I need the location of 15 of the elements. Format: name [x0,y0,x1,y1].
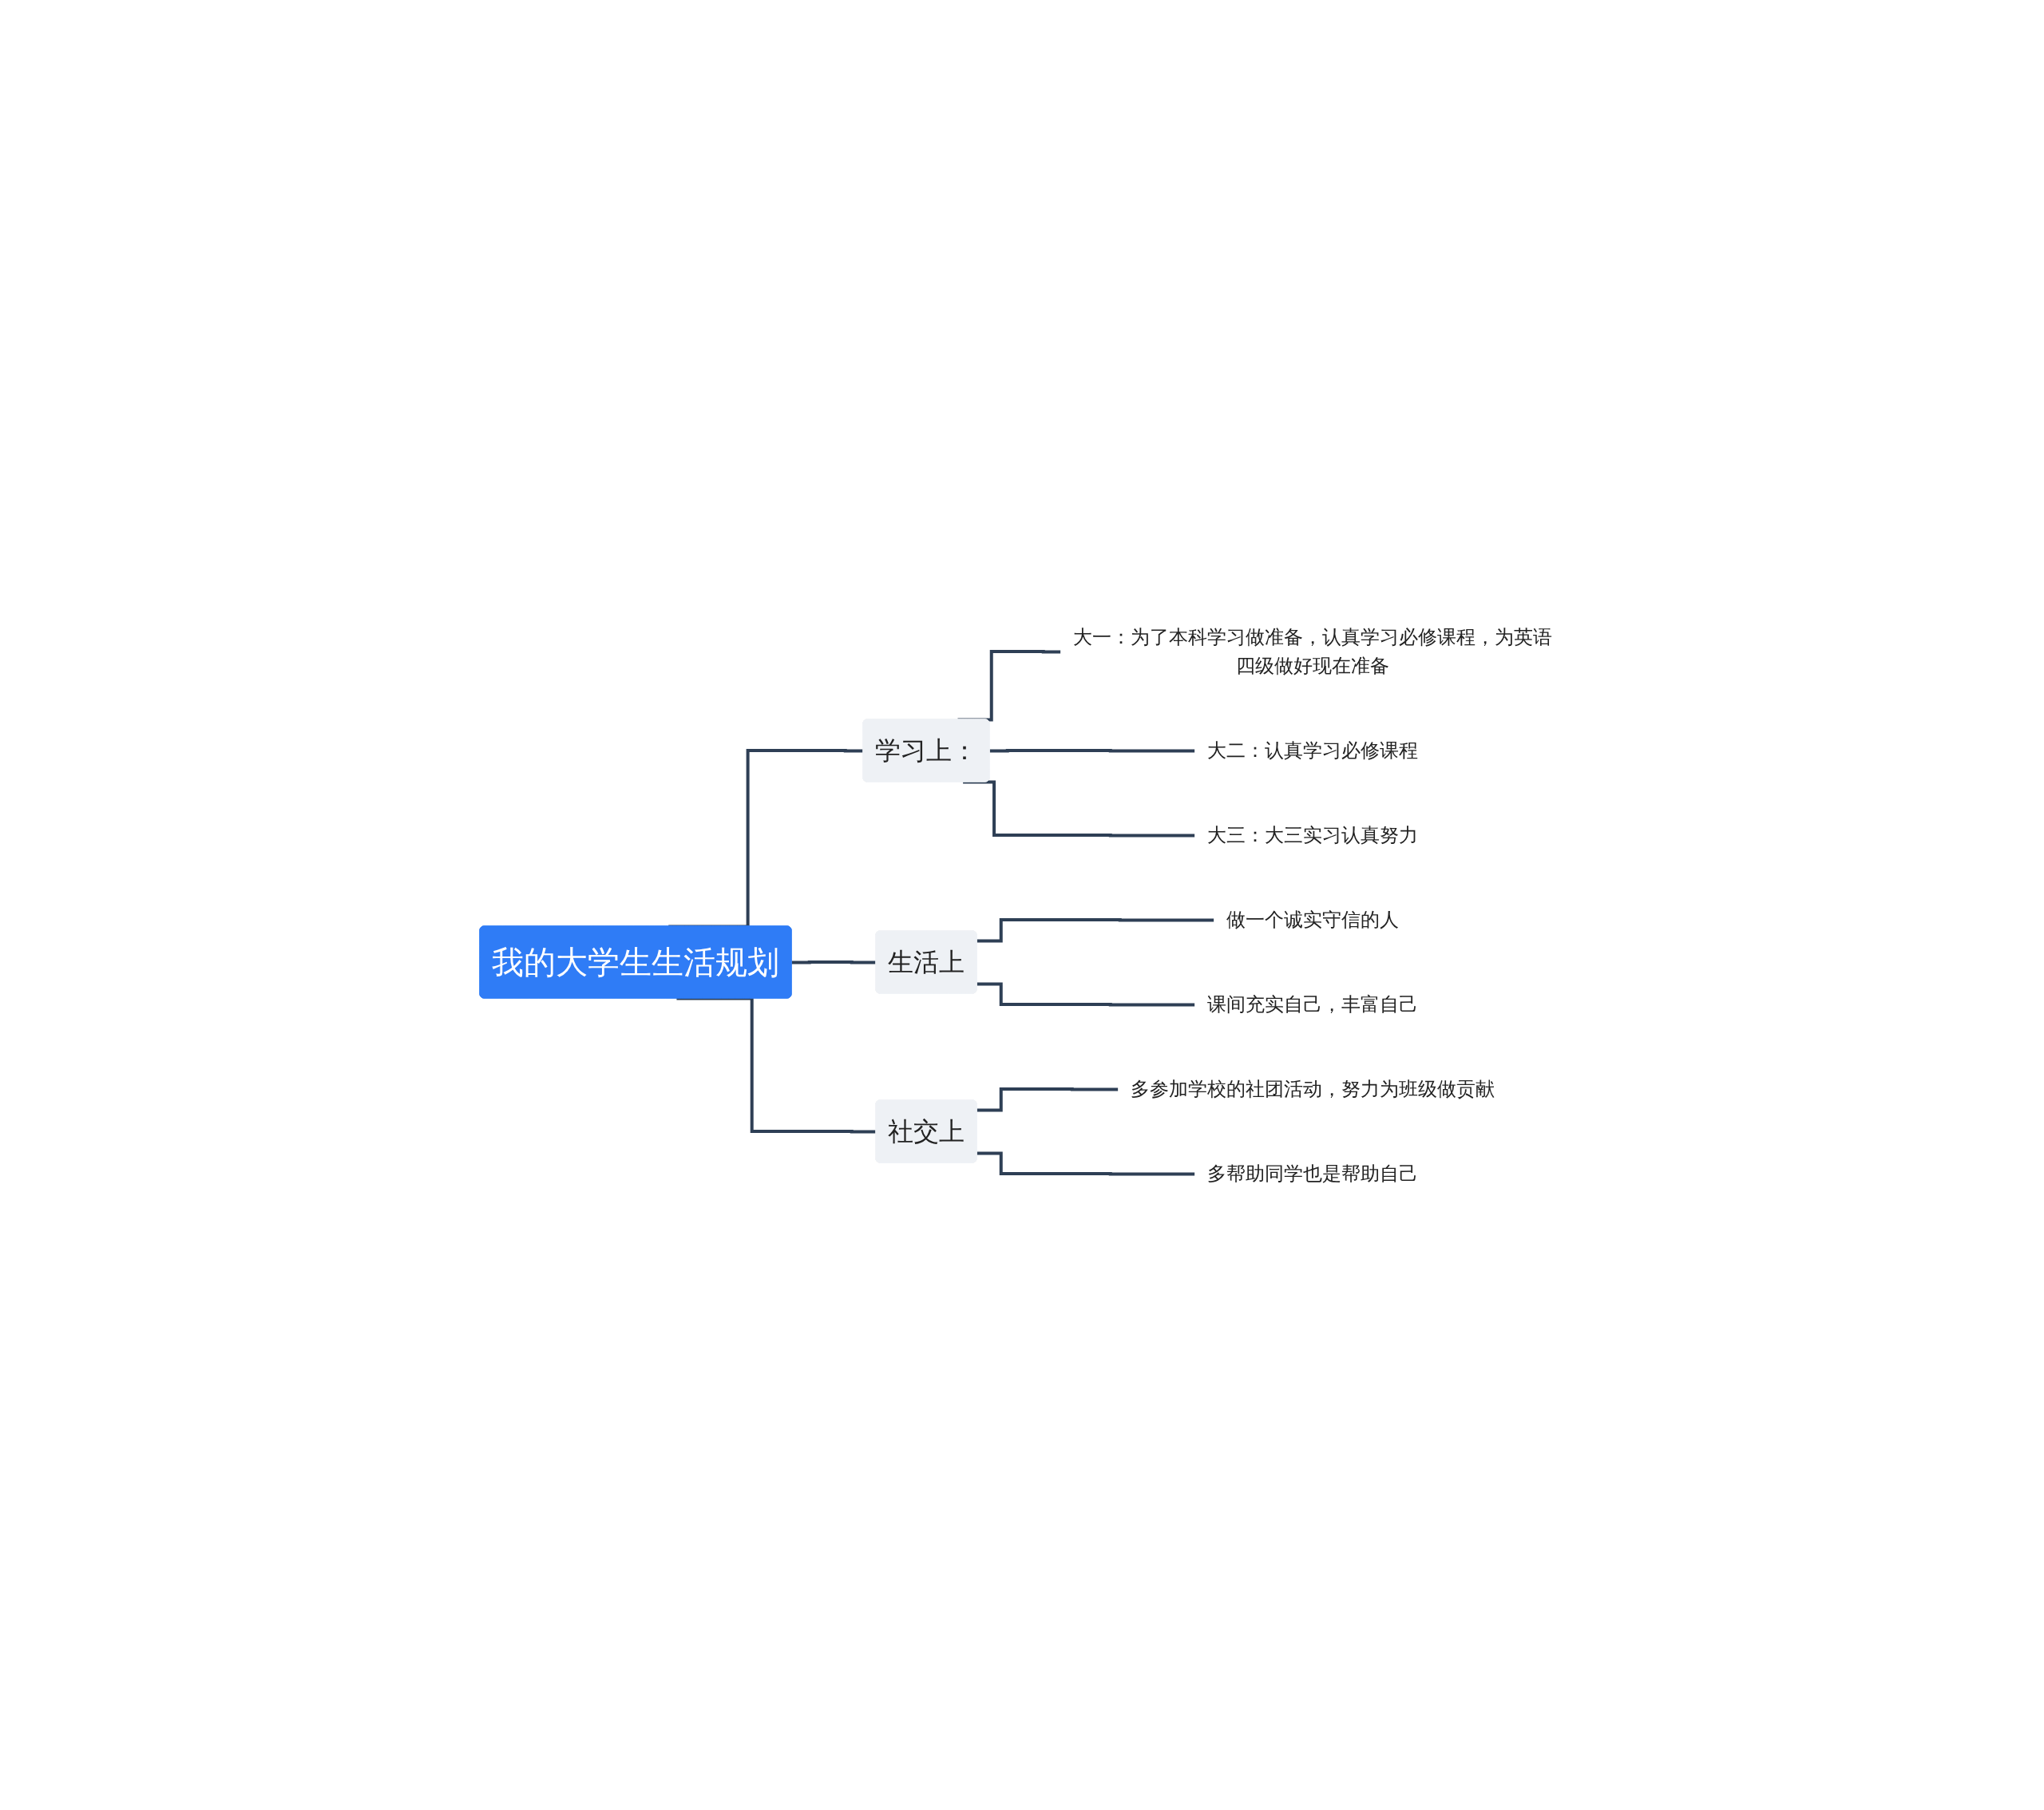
node-text: 大二：认真学习必修课程 [1207,739,1418,762]
connector [989,748,1196,752]
node-text: 多参加学校的社团活动，努力为班级做贡献 [1131,1077,1495,1100]
connector [976,917,1215,943]
node-text: 多帮助同学也是帮助自己 [1207,1162,1418,1185]
connector [791,960,877,964]
node-text: 大三：大三实习认真努力 [1207,823,1418,846]
node-text: 大一：为了本科学习做准备，认真学习必修课程，为英语四级做好现在准备 [1073,625,1552,677]
connector [676,996,877,1133]
connector [976,981,1196,1006]
connector [976,1087,1119,1112]
connector [976,1151,1196,1175]
node-text: 课间充实自己，丰富自己 [1207,992,1418,1016]
connector [963,780,1196,837]
node-text: 做一个诚实守信的人 [1226,908,1399,931]
